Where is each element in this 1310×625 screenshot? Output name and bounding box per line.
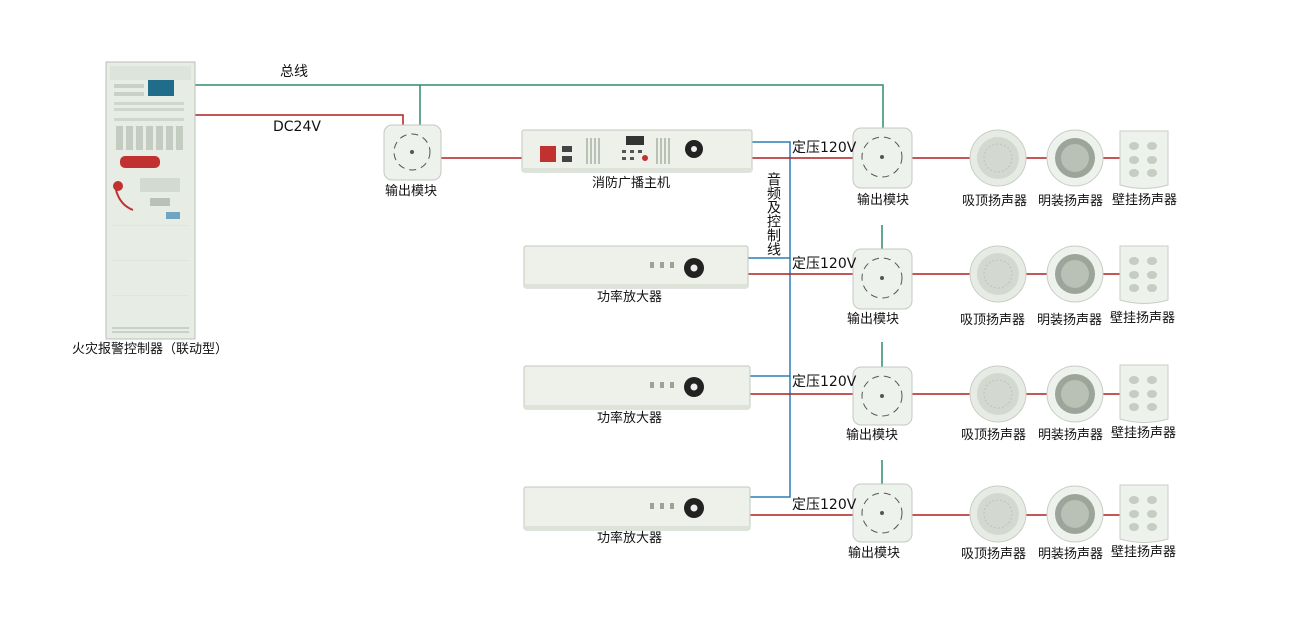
voltage-label-4: 定压120V [792, 497, 857, 513]
ceiling-speaker-label-3: 吸顶扬声器 [961, 428, 1026, 443]
ceiling-speaker-label-2: 吸顶扬声器 [960, 313, 1025, 328]
wall-speaker-label-3: 壁挂扬声器 [1111, 426, 1176, 441]
broadcast-host-label: 消防广播主机 [592, 175, 670, 191]
output-module-1-label: 输出模块 [385, 183, 437, 199]
ceiling-speaker-label-4: 吸顶扬声器 [961, 547, 1026, 562]
surface-speaker-label-1: 明装扬声器 [1038, 194, 1103, 209]
power-amplifier-2 [523, 365, 751, 410]
output-module-4-label: 输出模块 [846, 427, 898, 443]
dc24v-line [195, 114, 404, 125]
output-module-3 [852, 248, 913, 310]
surface-speaker-label-4: 明装扬声器 [1038, 547, 1103, 562]
surface-speaker-label-2: 明装扬声器 [1037, 313, 1102, 328]
surface-speaker-row-1 [1046, 129, 1104, 187]
output-module-2 [852, 127, 913, 189]
power-amplifier-1 [523, 245, 749, 289]
amplifier-1-label: 功率放大器 [597, 289, 662, 305]
voltage-label-3: 定压120V [792, 374, 857, 390]
voltage-label-1: 定压120V [792, 140, 857, 156]
bus-label: 总线 [280, 64, 308, 80]
amplifier-3-label: 功率放大器 [597, 530, 662, 546]
output-module-3-label: 输出模块 [847, 311, 899, 327]
output-module-4 [852, 366, 913, 426]
output-module-5-label: 输出模块 [848, 545, 900, 561]
fire-alarm-controller [105, 61, 196, 340]
dc24v-label: DC24V [273, 119, 321, 135]
wall-speaker-row-1 [1119, 130, 1169, 189]
ceiling-speaker-row-2 [969, 245, 1027, 303]
wall-speaker-label-4: 壁挂扬声器 [1111, 545, 1176, 560]
broadcast-host [521, 129, 753, 173]
ceiling-speaker-row-4 [969, 485, 1027, 543]
wall-speaker-row-3 [1119, 364, 1169, 423]
wall-speaker-label-1: 壁挂扬声器 [1112, 193, 1177, 208]
surface-speaker-row-4 [1046, 485, 1104, 543]
ceiling-speaker-row-3 [969, 365, 1027, 423]
wall-speaker-row-4 [1119, 484, 1169, 543]
ceiling-speaker-row-1 [969, 129, 1027, 187]
output-module-2-label: 输出模块 [857, 192, 909, 208]
power-amplifier-3 [523, 486, 751, 531]
controller-label: 火灾报警控制器（联动型） [72, 341, 228, 357]
wall-speaker-row-2 [1119, 245, 1169, 304]
voltage-label-2: 定压120V [792, 256, 857, 272]
amplifier-2-label: 功率放大器 [597, 410, 662, 426]
controller-display [148, 80, 174, 96]
audio-trunk [750, 141, 791, 498]
controller-alarm-panel [120, 156, 160, 168]
surface-speaker-row-3 [1046, 365, 1104, 423]
surface-speaker-row-2 [1046, 245, 1104, 303]
ceiling-speaker-label-1: 吸顶扬声器 [962, 194, 1027, 209]
bus-line [195, 84, 884, 128]
controller-siren-icon [113, 181, 123, 191]
wall-speaker-label-2: 壁挂扬声器 [1110, 311, 1175, 326]
output-module-5 [852, 483, 913, 543]
audio-control-label: 音频及控制线 [765, 171, 781, 256]
surface-speaker-label-3: 明装扬声器 [1038, 428, 1103, 443]
output-module-1 [383, 124, 442, 181]
